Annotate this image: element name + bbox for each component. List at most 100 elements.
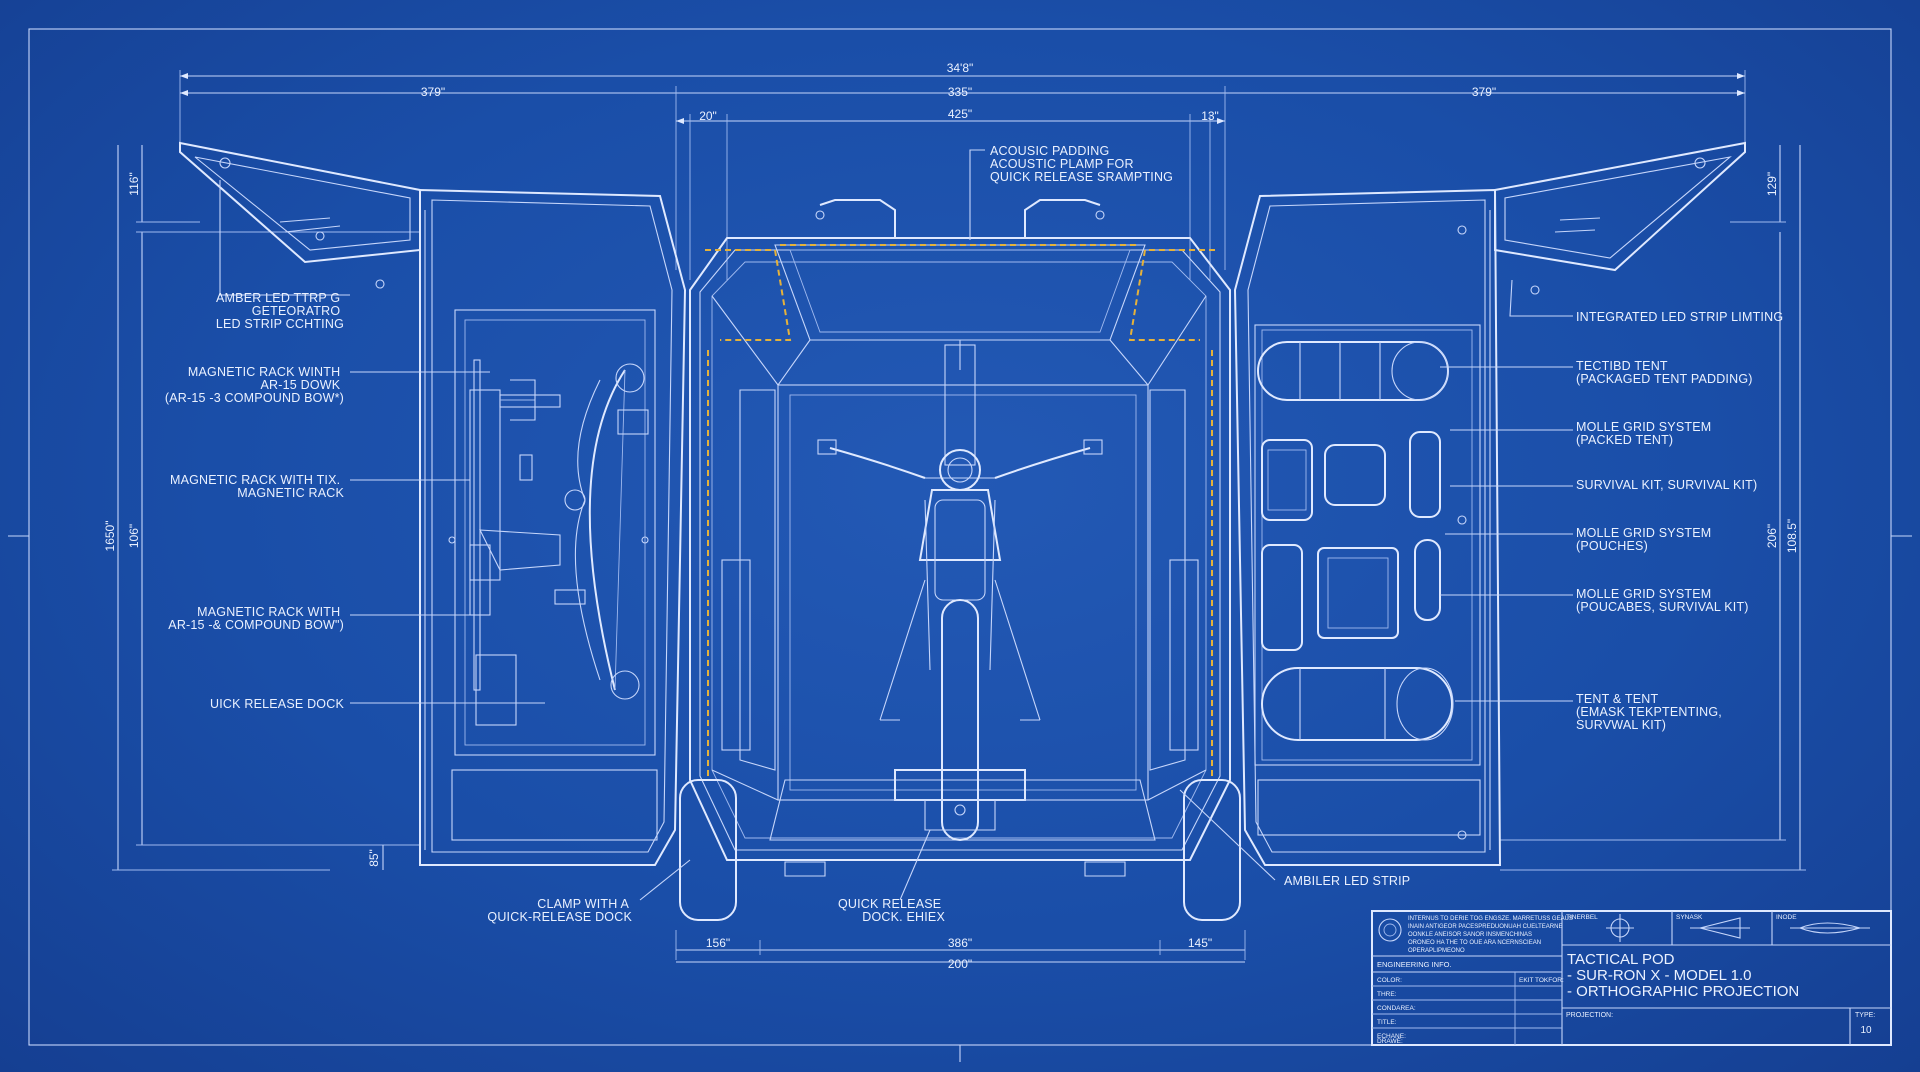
callout-top-line-1: ACOUSIC PADDING [990, 144, 1109, 158]
field-right-label: EKIT TOKFOR: [1519, 977, 1564, 984]
callout-bottom-dock: QUICK RELEASE DOCK. EHIEX [838, 897, 945, 924]
note-line-1: INTERNUS TO DERIE TOG ENGSZE. MARRETUSS … [1408, 916, 1573, 922]
type-value: 10 [1860, 1025, 1872, 1036]
callout-top-line-2: ACOUSTIC PLAMP FOR [990, 157, 1134, 171]
callout-right-tent: TECTIBD TENT (PACKAGED TENT PADDING) [1576, 359, 1753, 386]
callout-right-6b: (POUCABES, SURVIVAL KIT) [1576, 600, 1749, 614]
drawing-title: TACTICAL POD - SUR-RON X - MODEL 1.0 - O… [1567, 951, 1799, 1000]
dim-left-door-height: 106" [127, 524, 141, 548]
field-condarea: CONDAREA: [1377, 1005, 1416, 1012]
dim-left-overall-height: 1650" [103, 521, 117, 552]
dim-bottom-center: 386" [948, 936, 972, 950]
title-line-3: - ORTHOGRAPHIC PROJECTION [1567, 983, 1799, 1000]
dim-inner-width: 425" [948, 107, 972, 121]
field-echane: ECHANE: [1377, 1033, 1406, 1040]
field-title: TITLE: [1377, 1019, 1397, 1026]
field-color: COLOR: [1377, 977, 1402, 984]
dim-left-base: 85" [367, 849, 381, 867]
right-dimensions [1500, 145, 1806, 871]
callout-right-led-strip: INTEGRATED LED STRIP LIMTING [1576, 310, 1783, 324]
projection-label: PROJECTION: [1566, 1012, 1613, 1019]
callout-right-6a: MOLLE GRID SYSTEM [1576, 587, 1711, 601]
callout-right-7a: TENT & TENT [1576, 692, 1658, 706]
callout-left-rack-bow: MAGNETIC RACK WITH AR-15 -& COMPOUND BOW… [168, 605, 344, 632]
dim-right-flap: 129" [1765, 172, 1779, 196]
note-line-3: OONKLE ANEISOR SANOR INSMENCHINAS [1408, 932, 1532, 938]
dim-right-door-height: 206" [1765, 524, 1779, 548]
dim-center-top: 335" [948, 85, 972, 99]
callout-top-line-3: QUICK RELEASE SRAMPTING [990, 170, 1173, 184]
dim-top-left-gap: 20" [699, 109, 717, 123]
note-line-4: ORONEO HA THE TO OUE ARA NCERNSCIEAN [1408, 940, 1541, 946]
callout-right-5b: (POUCHES) [1576, 539, 1648, 553]
callout-right-2b: (PACKAGED TENT PADDING) [1576, 372, 1753, 386]
callout-bottom-led: AMBILER LED STRIP [1284, 874, 1410, 888]
callout-bottom-center-a: QUICK RELEASE [838, 897, 941, 911]
type-label: TYPE: [1855, 1012, 1875, 1019]
callout-left-rack-ar15: MAGNETIC RACK WINTH AR-15 DOWK (AR-15 -3… [165, 365, 344, 405]
dim-bottom-overall: 200" [948, 957, 972, 971]
callout-left-5a: UICK RELEASE DOCK [210, 697, 344, 711]
callout-left-rack-tix: MAGNETIC RACK WITH TIX. MAGNETIC RACK [170, 473, 345, 500]
callout-right-3b: (PACKED TENT) [1576, 433, 1673, 447]
note-line-5: OPERAPLIPMEONO [1408, 948, 1465, 954]
leader-lines [219, 149, 1573, 901]
callout-right-2a: TECTIBD TENT [1576, 359, 1668, 373]
right-door-assembly [1233, 141, 1746, 866]
callout-right-molle-survival: MOLLE GRID SYSTEM (POUCABES, SURVIVAL KI… [1576, 587, 1749, 614]
dim-bottom-left: 156" [706, 936, 730, 950]
callout-right-molle-tent: MOLLE GRID SYSTEM (PACKED TENT) [1576, 420, 1715, 447]
motorcycle-drawing [817, 439, 1103, 841]
callout-left-3a: MAGNETIC RACK WITH TIX. [170, 473, 340, 487]
symbol-header-3: INODE [1776, 914, 1797, 921]
title-line-2: - SUR-RON X - MODEL 1.0 [1567, 967, 1751, 984]
field-drawe: DRAWE: [1377, 1038, 1403, 1045]
dim-right-overall-height: 108.5" [1785, 519, 1799, 553]
dim-top-right-gap: 13" [1201, 109, 1219, 123]
top-dimensions [179, 70, 1746, 280]
callout-bottom-left-a: CLAMP WITH A [537, 897, 629, 911]
callout-right-3a: MOLLE GRID SYSTEM [1576, 420, 1711, 434]
callout-right-survival: SURVIVAL KIT, SURVIVAL KIT) [1576, 478, 1757, 492]
callout-left-dock: UICK RELEASE DOCK [210, 697, 344, 711]
title-line-1: TACTICAL POD [1567, 951, 1675, 968]
field-thre: THRE: [1377, 991, 1397, 998]
callout-right-4a: SURVIVAL KIT, SURVIVAL KIT) [1576, 478, 1757, 492]
title-block-notes: INTERNUS TO DERIE TOG ENGSZE. MARRETUSS … [1408, 916, 1575, 954]
projection-cone-icon [1690, 917, 1750, 939]
callout-bottom-left-b: QUICK-RELEASE DOCK [487, 910, 632, 924]
left-dimensions [112, 145, 420, 871]
dim-overall: 34'8" [947, 61, 974, 75]
callout-left-1c: LED STRIP CCHTING [216, 317, 344, 331]
bottom-dimensions [675, 930, 1246, 963]
profile-symbol-icon [1790, 922, 1870, 934]
callout-bottom-center-b: DOCK. EHIEX [862, 910, 945, 924]
callout-left-2a: MAGNETIC RACK WINTH [188, 365, 340, 379]
dim-left-flap: 116" [127, 172, 141, 195]
left-door-assembly [179, 141, 687, 866]
callout-right-5a: MOLLE GRID SYSTEM [1576, 526, 1711, 540]
title-block [1371, 910, 1892, 1046]
dim-bottom-right: 145" [1188, 936, 1212, 950]
dim-left-door: 379" [421, 85, 445, 99]
callout-bottom-right-a: AMBILER LED STRIP [1284, 874, 1410, 888]
callout-left-4b: AR-15 -& COMPOUND BOW") [168, 618, 344, 632]
callout-top-center: ACOUSIC PADDING ACOUSTIC PLAMP FOR QUICK… [990, 144, 1173, 184]
callout-left-2c: (AR-15 -3 COMPOUND BOW*) [165, 391, 344, 405]
callout-left-4a: MAGNETIC RACK WITH [197, 605, 340, 619]
callout-right-7c: SURVWAL KIT) [1576, 718, 1666, 732]
dim-right-door: 379" [1472, 85, 1496, 99]
note-line-2: INAIN ANTIGEOR PACESPREDUONUAH CUELTEARN… [1408, 924, 1562, 930]
callout-bottom-clamp: CLAMP WITH A QUICK-RELEASE DOCK [487, 897, 632, 924]
callout-left-3b: MAGNETIC RACK [237, 486, 344, 500]
pod-body [679, 199, 1241, 921]
callout-right-tent-kit: TENT & TENT (EMASK TEKPTENTING, SURVWAL … [1576, 692, 1726, 732]
callout-right-7b: (EMASK TEKPTENTING, [1576, 705, 1722, 719]
symbol-header-2: SYNASK [1676, 914, 1703, 921]
callout-left-1a: AMBER LED TTRP G [216, 291, 340, 305]
callout-left-1b: GETEORATRO [252, 304, 341, 318]
symbol-header-1: TINERBEL [1566, 914, 1598, 921]
callout-right-molle-pouches: MOLLE GRID SYSTEM (POUCHES) [1576, 526, 1715, 553]
